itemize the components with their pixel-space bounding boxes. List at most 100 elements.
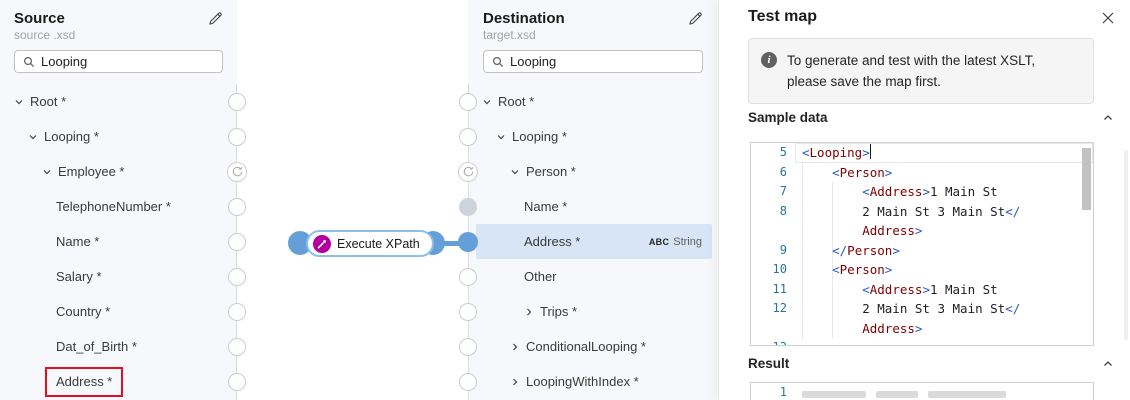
line-number: 7 [779,184,787,198]
connection-point[interactable] [459,92,477,111]
tree-node-label: TelephoneNumber * [56,199,171,214]
connection-point[interactable] [459,127,477,146]
edit-source-schema-button[interactable] [208,11,223,26]
code-text: </Person> [832,242,900,258]
tree-node-label: Country * [56,304,111,319]
tree-row[interactable]: Name * [468,189,717,224]
tree-row[interactable]: ConditionalLooping * [468,329,717,364]
line-number: 8 [779,203,787,218]
tree-row[interactable]: Looping * [0,119,237,154]
connection-point[interactable] [459,197,477,216]
tree-row[interactable]: Root * [0,84,237,119]
loop-icon [463,166,474,177]
execute-xpath-function-node[interactable]: Execute XPath [306,230,434,257]
tree-row[interactable]: LoopingWithIndex * [468,364,717,399]
editor-scrollbar-thumb[interactable] [1082,148,1091,210]
tree-row[interactable]: Salary * [0,259,237,294]
chevron-down-icon[interactable] [496,132,512,142]
source-schema-filename: source .xsd [14,28,76,42]
connection-point[interactable] [228,302,246,321]
destination-panel-title: Destination [483,10,565,27]
code-text: <Looping> [802,144,872,160]
result-editor[interactable]: 1 [750,382,1094,400]
tree-node-label: Looping * [512,129,567,144]
chevron-down-icon[interactable] [42,167,58,177]
code-line: 6 <Person> [751,163,1093,183]
chevron-down-icon[interactable] [14,97,30,107]
code-text [795,338,802,345]
source-search-input[interactable]: Looping [14,50,223,73]
source-tree: Root *Looping *Employee * TelephoneNumber… [0,84,237,399]
tree-node-label: Other [524,269,557,284]
close-test-map-button[interactable] [1098,8,1118,28]
text-cursor [869,144,872,159]
tree-row[interactable]: Looping * [468,119,717,154]
code-text: <Person> [832,164,893,180]
tree-row[interactable]: Name * [0,224,237,259]
source-panel-title: Source [14,10,65,27]
connection-point[interactable] [228,197,246,216]
code-line: 12 2 Main St 3 Main St</ [751,299,1093,319]
code-line: 8 2 Main St 3 Main St</ [751,202,1093,222]
collapse-result-button[interactable] [1102,358,1114,370]
tree-row[interactable]: Root * [468,84,717,119]
connection-point[interactable] [228,232,246,251]
chevron-right-icon[interactable] [510,342,526,352]
tree-node-label: ConditionalLooping * [526,339,646,354]
tree-node-label: Name * [56,234,100,249]
execute-xpath-icon [313,234,331,253]
code-line: Address> [751,319,1093,339]
destination-schema-filename: target.xsd [483,28,536,42]
tree-row[interactable]: TelephoneNumber * [0,189,237,224]
connection-point[interactable] [459,337,477,356]
close-icon [1102,12,1114,24]
connection-point[interactable] [459,302,477,321]
result-label: Result [748,356,790,371]
connection-point[interactable] [459,372,477,391]
tree-row[interactable]: Country * [0,294,237,329]
chevron-down-icon[interactable] [28,132,44,142]
line-number: 12 [772,301,787,315]
connection-point[interactable] [228,337,246,356]
connection-point[interactable] [458,231,478,252]
test-map-title: Test map [748,8,818,25]
tree-row[interactable]: Dat_of_Birth * [0,329,237,364]
line-number: 9 [779,242,787,257]
edit-destination-schema-button[interactable] [688,11,703,26]
tree-row[interactable]: Person * [468,154,717,189]
sample-data-editor[interactable]: 5<Looping>6 <Person>7 <Address>1 Main St… [750,142,1094,346]
result-line-number: 1 [779,385,787,399]
connection-point[interactable] [228,372,246,391]
connection-line[interactable] [430,241,470,246]
connection-point[interactable] [459,267,477,286]
chevron-down-icon[interactable] [510,167,526,177]
panel-scrollbar[interactable] [1124,150,1128,340]
tree-row[interactable]: Employee * [0,154,237,189]
destination-search-input[interactable]: Looping [483,50,703,73]
code-line: 11 <Address>1 Main St [751,280,1093,300]
destination-panel: Destination target.xsd Looping Root * Loo… [468,0,717,400]
tree-row[interactable]: Address * [0,364,237,399]
line-number [751,221,795,241]
loop-connection-point[interactable] [458,161,478,182]
tree-row[interactable]: Other [468,259,717,294]
connection-point[interactable] [228,127,246,146]
connection-point[interactable] [228,267,246,286]
code-text: Address> [862,223,923,238]
source-search-value: Looping [41,54,88,69]
code-line: 10 <Person> [751,260,1093,280]
info-icon: i [761,52,777,68]
connection-point[interactable] [228,92,246,111]
info-banner-text: To generate and test with the latest XSL… [787,53,1036,89]
chevron-right-icon[interactable] [510,377,526,387]
loop-connection-point[interactable] [227,161,247,182]
function-node-label: Execute XPath [337,236,420,251]
chevron-right-icon[interactable] [524,307,540,317]
chevron-down-icon[interactable] [482,97,498,107]
collapse-sample-data-button[interactable] [1102,112,1114,124]
tree-row[interactable]: Trips * [468,294,717,329]
tree-node-label: Address * [45,366,124,397]
